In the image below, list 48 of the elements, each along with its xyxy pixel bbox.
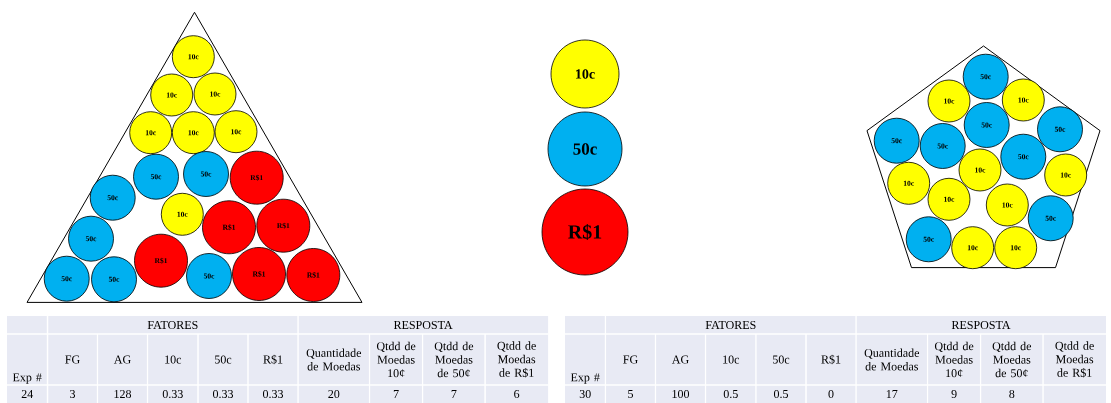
header-cell: Qtdd de Moedas de 50¢ bbox=[992, 341, 1032, 378]
header-cell: Exp # bbox=[570, 373, 600, 384]
table-cell: 30 bbox=[579, 389, 591, 399]
header-cell: Qtdd de Moedas 10¢ bbox=[934, 341, 974, 378]
table-cell: 0 bbox=[828, 389, 834, 399]
header-cell: Qtdd de Moedas de R$1 bbox=[1055, 341, 1094, 378]
table-cell: 24 bbox=[21, 390, 34, 398]
header-cell: RESPOSTA bbox=[951, 320, 1011, 329]
coin: R$1 bbox=[541, 188, 629, 276]
header-cell: FG bbox=[623, 355, 638, 364]
table-cell: 3 bbox=[70, 389, 76, 398]
table-cell: 7 bbox=[451, 390, 457, 398]
table-cell: 0.33 bbox=[162, 389, 183, 399]
table-cell: 8 bbox=[1009, 389, 1015, 399]
coin: 50c bbox=[547, 111, 623, 187]
table-cell: 100 bbox=[672, 389, 690, 399]
header-cell: RESPOSTA bbox=[393, 320, 453, 329]
coin: 10c bbox=[550, 39, 620, 109]
header-cell: FATORES bbox=[705, 320, 756, 329]
table-cell: 9 bbox=[951, 389, 957, 398]
header-cell: Qtdd de Moedas 10¢ bbox=[376, 341, 416, 378]
pentagon-outline bbox=[866, 45, 1101, 269]
table-cell: 17 bbox=[886, 390, 898, 398]
table-cell: 0.5 bbox=[773, 389, 789, 399]
header-cell: Quantidade de Moedas bbox=[306, 348, 362, 371]
header-cell: 10c bbox=[723, 355, 740, 364]
header-cell: 10c bbox=[165, 355, 182, 364]
header-cell: FATORES bbox=[147, 320, 198, 329]
header-cell: Qtdd de Moedas de 50¢ bbox=[434, 341, 474, 378]
triangle-outline bbox=[26, 11, 363, 303]
table-cell: 6 bbox=[514, 389, 520, 398]
header-cell: Qtdd de Moedas de R$1 bbox=[497, 341, 536, 378]
table-cell: 20 bbox=[328, 389, 340, 399]
header-cell: FG bbox=[65, 355, 80, 364]
table-cell: 5 bbox=[628, 390, 634, 398]
header-cell: 50c bbox=[215, 355, 232, 364]
header-cell: 50c bbox=[773, 355, 790, 364]
table-cell: 0.33 bbox=[212, 389, 234, 399]
table-cell: 7 bbox=[393, 390, 399, 398]
header-cell: AG bbox=[113, 355, 131, 364]
table-cell: 0.5 bbox=[723, 389, 738, 399]
header-cell: R$1 bbox=[263, 354, 283, 365]
table-cell: 128 bbox=[114, 389, 132, 399]
header-cell: R$1 bbox=[821, 354, 841, 365]
header-cell: Quantidade de Moedas bbox=[864, 348, 920, 371]
header-cell: AG bbox=[671, 355, 689, 364]
header-cell: Exp # bbox=[12, 373, 42, 384]
table-cell: 0.33 bbox=[262, 389, 284, 399]
